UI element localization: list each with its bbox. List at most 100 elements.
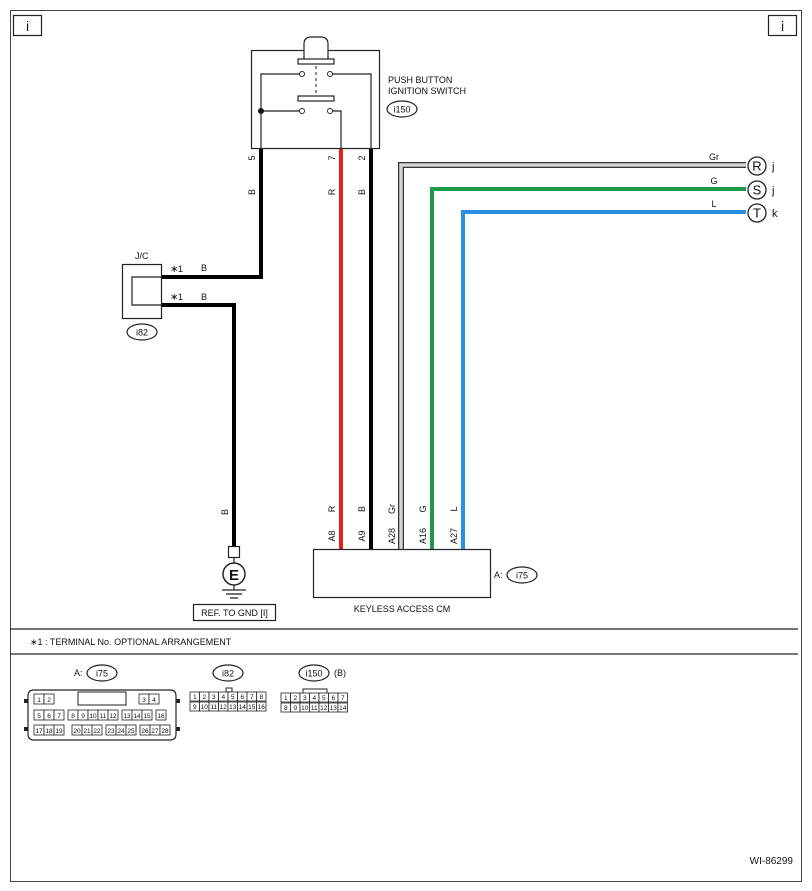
i82-pin-10: 10 <box>201 704 209 711</box>
face-i75-badge <box>86 664 118 682</box>
cm-wire-l: L <box>449 506 459 511</box>
offpage-letter-s: S <box>753 183 762 198</box>
footnote: ∗1 : TERMINAL No. OPTIONAL ARRANGEMENT <box>30 637 232 647</box>
i150-pin-2: 2 <box>293 695 297 702</box>
face-i150-badge <box>298 664 330 682</box>
i75-pin-1: 1 <box>37 697 41 704</box>
i75-pin-12: 12 <box>109 713 117 720</box>
i82-pin-15: 15 <box>248 704 256 711</box>
ground-ref-box <box>192 603 277 622</box>
jc-wire-1-color: B <box>201 263 207 273</box>
wire-label-2: B <box>357 189 367 195</box>
i75-pin-18: 18 <box>45 728 53 735</box>
corner-tag-left: i <box>26 18 29 34</box>
i75-pin-2: 2 <box>47 697 51 704</box>
wire-black-ground <box>162 303 236 546</box>
i82-pin-14: 14 <box>239 704 247 711</box>
i75-pin-4: 4 <box>152 697 156 704</box>
i75-pin-7-cell <box>53 709 65 721</box>
jc-label: J/C <box>135 251 149 261</box>
i82-pin-1: 1 <box>193 694 197 701</box>
i75-pin-4-cell <box>148 693 160 705</box>
ground-wire-color: B <box>220 509 230 515</box>
switch-title-1: PUSH BUTTON <box>388 75 452 85</box>
i75-pin-25: 25 <box>127 728 135 735</box>
ground-terminal <box>227 545 241 559</box>
i82-pin-16-cell <box>256 701 267 712</box>
jc-wire-2-color: B <box>201 292 207 302</box>
i150-pin-9: 9 <box>293 705 297 712</box>
i82-pin-8-cell <box>256 691 267 702</box>
i82-pin-16: 16 <box>258 704 266 711</box>
i150-pin-13: 13 <box>330 705 338 712</box>
i150-pin-7: 7 <box>341 695 345 702</box>
i82-pin-6: 6 <box>240 694 244 701</box>
i150-pin-12: 12 <box>320 705 328 712</box>
i150-pin-6: 6 <box>331 695 335 702</box>
switch-connector-id: i150 <box>393 105 410 115</box>
i82-pin-4: 4 <box>221 694 225 701</box>
i82-pin-7: 7 <box>250 694 254 701</box>
i75-pin-16-cell <box>155 709 167 721</box>
cm-connector-badge <box>506 566 538 584</box>
i75-pin-24: 24 <box>117 728 125 735</box>
i75-pin-9: 9 <box>81 713 85 720</box>
offpage-connector-r: R j <box>747 156 774 176</box>
wire-green <box>430 187 746 550</box>
i75-pin-12-cell <box>107 709 119 721</box>
cm-connector-id: i75 <box>516 571 528 581</box>
i75-pin-2-cell <box>43 693 55 705</box>
offpage-ref-t: k <box>772 208 778 220</box>
i75-pin-19-cell <box>53 724 65 736</box>
jc-star-2-num: 1 <box>178 292 183 302</box>
jc-connector-badge <box>126 323 158 341</box>
i150-pin-14: 14 <box>339 705 347 712</box>
cm-connector-prefix: A: <box>494 570 503 580</box>
ground-symbol: E <box>229 567 239 584</box>
i75-pin-22: 22 <box>93 728 101 735</box>
offpage-connector-s: S j <box>747 180 774 200</box>
cm-wire-b: B <box>357 506 367 512</box>
i82-pin-12: 12 <box>220 704 228 711</box>
cm-wire-gr: Gr <box>387 504 397 514</box>
i75-pin-23: 23 <box>107 728 115 735</box>
jc-star-1: ∗ <box>170 264 178 275</box>
i82-pin-5: 5 <box>231 694 235 701</box>
wire-label-5: B <box>247 189 257 195</box>
i75-pin-3: 3 <box>142 697 146 704</box>
face-i75-prefix: A: <box>74 668 83 678</box>
i150-pin-14-cell <box>337 702 348 713</box>
corner-tag-right: i <box>781 18 784 34</box>
i75-pin-7: 7 <box>57 713 61 720</box>
i82-pin-8: 8 <box>259 694 263 701</box>
i150-pin-4: 4 <box>312 695 316 702</box>
wire-gray <box>399 163 746 550</box>
i75-pin-11: 11 <box>100 713 107 720</box>
wire-black-pin5 <box>162 149 263 279</box>
cm-pin-a27: A27 <box>449 528 459 544</box>
corner-tag-right-box <box>767 14 798 37</box>
i75-pin-27: 27 <box>151 728 159 735</box>
i82-pin-9: 9 <box>193 704 197 711</box>
switch-connector-badge <box>386 100 418 118</box>
cm-wire-g: G <box>418 505 428 512</box>
switch-title-2: IGNITION SWITCH <box>388 86 466 96</box>
jc-connector-id: i82 <box>136 328 148 338</box>
i75-pin-10: 10 <box>89 713 97 720</box>
face-i150-id: i150 <box>305 669 322 679</box>
i75-pin-26: 26 <box>141 728 149 735</box>
doc-id: WI-86299 <box>750 856 794 867</box>
face-i82-id: i82 <box>222 669 234 679</box>
i150-pin-1: 1 <box>284 695 288 702</box>
cm-pin-a8: A8 <box>327 530 337 541</box>
i75-pin-22-cell <box>91 724 103 736</box>
i150-pin-3: 3 <box>303 695 307 702</box>
wire-label-gr-right: Gr <box>709 152 719 162</box>
i75-pin-5: 5 <box>37 713 41 720</box>
i75-pin-14: 14 <box>133 713 141 720</box>
keyless-access-cm <box>312 548 492 599</box>
cm-name: KEYLESS ACCESS CM <box>354 604 451 614</box>
i75-pin-28-cell <box>159 724 171 736</box>
